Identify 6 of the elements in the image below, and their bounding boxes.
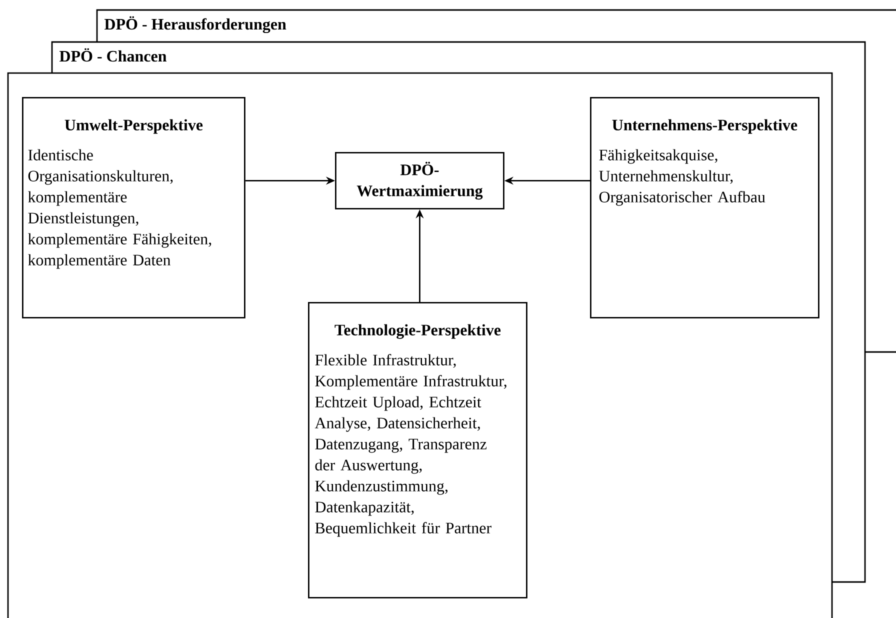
perspective-box: Unternehmens-Perspektive Fähigkeitsakquise, Unternehmenskultur, Organisatorischer Aufbau <box>590 97 820 318</box>
page-title: DPÖ - Chancen <box>59 48 167 62</box>
page-title: DPÖ - Herausforderungen <box>104 16 286 34</box>
goal-box: DPÖ-Wertmaximierung <box>335 152 504 210</box>
perspective-box: Technologie-Perspektive Flexible Infrastruktur, Komplementäre Infrastruktur, Echtzeit Upload, Echtzeit Analyse, Datensicherheit, Datenzugang, Transparenz der Auswertung, Kundenzustimmung, Datenkapazität, Bequemlichkeit für Partner <box>308 302 528 598</box>
perspective-box: Umwelt-Perspektive Identische Organisationskulturen, komplementäre Dienstleistungen, komplementäre Fähigkeiten, komplementäre Daten <box>22 97 246 318</box>
